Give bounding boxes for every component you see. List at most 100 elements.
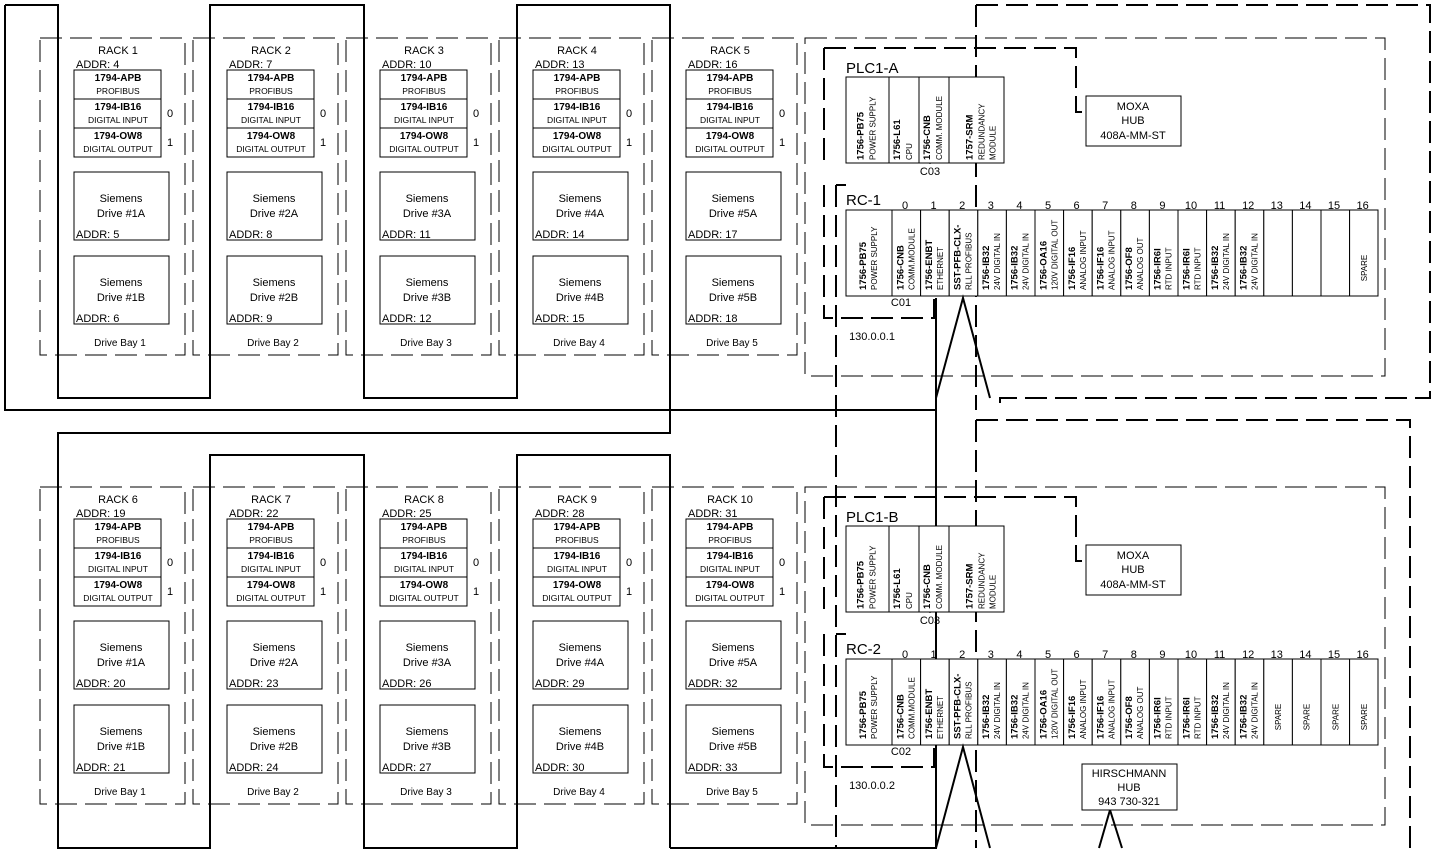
plc-module <box>918 76 950 164</box>
chassis-slot <box>1177 658 1208 746</box>
chassis-module-desc: 24V DIGITAL IN <box>1022 682 1031 739</box>
rack-label: RACK 6 <box>98 494 138 506</box>
drive-address: ADDR: 8 <box>229 229 272 241</box>
plc-module-desc: MODULE <box>989 575 998 609</box>
io-module-part: 1794-OW8 <box>94 580 143 591</box>
io-module-box <box>226 547 315 578</box>
io-module-part: 1794-IB16 <box>401 102 448 113</box>
rack-boundary <box>345 37 492 356</box>
profibus-return-line-top <box>4 5 937 411</box>
plc-module-part: 1756-L61 <box>892 119 903 160</box>
chassis-slot <box>1263 658 1293 746</box>
rack-label: RACK 9 <box>557 494 597 506</box>
chassis-module-part: 1756-IF16 <box>1067 247 1078 290</box>
drive-name: Drive #5A <box>709 208 758 220</box>
chassis-module-desc: 24V DIGITAL IN <box>993 233 1002 290</box>
chassis-module-part: 1756-ENBT <box>924 240 935 290</box>
chassis-module-desc: POWER SUPPLY <box>870 675 879 739</box>
io-module-part: 1794-OW8 <box>553 580 602 591</box>
io-slot-number: 0 <box>167 557 173 569</box>
drive-box <box>226 704 323 774</box>
io-module-desc: DIGITAL INPUT <box>547 564 607 574</box>
io-module-desc: DIGITAL OUTPUT <box>542 593 611 603</box>
io-module-desc: DIGITAL INPUT <box>88 115 148 125</box>
chassis-slot <box>920 658 950 746</box>
chassis-slot <box>948 658 979 746</box>
io-module-desc: DIGITAL INPUT <box>700 564 760 574</box>
io-slot-number: 0 <box>779 108 785 120</box>
io-module-desc: DIGITAL OUTPUT <box>542 144 611 154</box>
drive-name: Drive #3B <box>403 292 451 304</box>
chassis-cable-label: C02 <box>891 746 911 758</box>
io-module-part: 1794-IB16 <box>554 102 601 113</box>
io-module-part: 1794-APB <box>554 73 601 84</box>
chassis-slot <box>1091 209 1122 297</box>
chassis-slot <box>845 209 893 297</box>
drive-address: ADDR: 9 <box>229 313 272 325</box>
drive-name: Drive #2B <box>250 741 298 753</box>
io-slot-number: 0 <box>779 557 785 569</box>
rack-boundary <box>498 486 645 805</box>
drive-vendor: Siemens <box>712 277 755 289</box>
chassis-module-desc: 24V DIGITAL IN <box>993 682 1002 739</box>
io-module-desc: PROFIBUS <box>402 86 446 96</box>
drive-name: Drive #4B <box>556 292 604 304</box>
moxa-name: MOXA <box>1117 101 1150 113</box>
chassis-slot <box>1349 658 1379 746</box>
plc-module-desc: CPU <box>905 592 914 609</box>
drive-vendor: Siemens <box>406 193 449 205</box>
drive-address: ADDR: 21 <box>76 762 126 774</box>
control-panel-enclosure <box>804 37 1386 377</box>
io-module-box <box>685 69 774 100</box>
slot-number: 8 <box>1131 649 1137 661</box>
slot-number: 2 <box>959 200 965 212</box>
drive-name: Drive #2A <box>250 208 299 220</box>
hirschmann-hub-box <box>1081 763 1178 811</box>
slot-number: 2 <box>959 649 965 661</box>
chassis-slot <box>1291 658 1322 746</box>
chassis-module-part: 1756-IB32 <box>1010 246 1021 290</box>
drive-bay-label: Drive Bay 3 <box>400 787 452 798</box>
spare-slot-label: SPARE <box>1360 255 1369 282</box>
io-module-part: 1794-APB <box>707 522 754 533</box>
chassis-module-desc: RLL PROFIBUS <box>965 682 974 740</box>
slot-number: 16 <box>1356 649 1368 661</box>
drive-address: ADDR: 32 <box>688 678 738 690</box>
drive-box <box>226 171 323 241</box>
io-module-desc: DIGITAL OUTPUT <box>83 593 152 603</box>
chassis-ethernet-loop <box>823 634 935 768</box>
rack-address: ADDR: 28 <box>535 508 585 520</box>
io-module-part: 1794-APB <box>554 522 601 533</box>
chassis-module-part: 1756-OA16 <box>1038 690 1049 739</box>
spare-slot-label: SPARE <box>1331 704 1340 731</box>
io-module-box <box>532 69 621 100</box>
slot-number: 16 <box>1356 200 1368 212</box>
plc-module-part: 1757-SRM <box>965 564 976 609</box>
io-module-desc: DIGITAL OUTPUT <box>389 144 458 154</box>
chassis-module-part: 1756-IF16 <box>1067 696 1078 739</box>
moxa-hub-box <box>1085 544 1182 596</box>
drive-address: ADDR: 27 <box>382 762 432 774</box>
io-module-part: 1794-IB16 <box>95 551 142 562</box>
chassis-module-part: 1756-OF8 <box>1124 247 1135 290</box>
drive-bay-label: Drive Bay 5 <box>706 338 758 349</box>
chassis-module-desc: RLL PROFIBUS <box>965 233 974 291</box>
moxa-name: MOXA <box>1117 550 1150 562</box>
io-module-desc: PROFIBUS <box>402 535 446 545</box>
chassis-slot <box>1091 658 1122 746</box>
